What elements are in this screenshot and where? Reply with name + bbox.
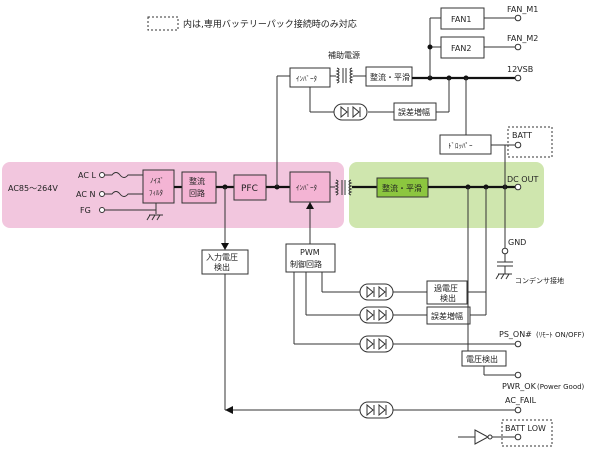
capacitor-ground-label: コンデンサ接地 xyxy=(515,276,564,285)
batt-low-terminal xyxy=(514,433,522,441)
main-inverter-label: ｲﾝﾊﾞｰﾀ xyxy=(296,184,317,192)
fan-m1-terminal xyxy=(514,14,522,22)
legend-text: 内は,専用バッテリーパック接続時のみ対応 xyxy=(183,18,357,30)
fan1-label: FAN1 xyxy=(451,15,471,24)
fuse-n-icon xyxy=(105,191,143,197)
v12sb-label: 12VSB xyxy=(507,65,533,74)
aux-inverter-label: ｲﾝﾊﾞｰﾀ xyxy=(296,75,317,83)
aux-photocoupler-icon xyxy=(333,103,368,121)
batt-low-label: BATT LOW xyxy=(505,424,546,433)
main-transformer-icon xyxy=(330,179,353,196)
ac-fail-label: AC_FAIL xyxy=(505,396,537,405)
pfc-block xyxy=(233,174,267,201)
dc-out-label: DC OUT xyxy=(507,175,538,184)
rectifier-block xyxy=(181,171,217,204)
ac-fail-terminal xyxy=(514,406,522,414)
ps-on-terminal xyxy=(514,340,522,348)
batt-label: BATT xyxy=(512,131,532,140)
fg-terminal xyxy=(99,207,105,213)
aux-rectify-label: 整流・平滑 xyxy=(370,72,410,82)
gnd-terminal xyxy=(501,247,509,255)
noise-filter-label-1: ﾉｲｽﾞ xyxy=(150,177,164,185)
fg-ground-icon xyxy=(146,214,163,221)
noise-filter-label-2: ﾌｨﾙﾀ xyxy=(149,189,163,197)
dc-out-terminal xyxy=(514,183,522,191)
batt-low-dashed-box xyxy=(501,419,553,447)
batt-terminal xyxy=(514,141,522,149)
fan-m1-label: FAN_M1 xyxy=(507,5,538,14)
ac-l-label: AC L xyxy=(78,171,96,180)
ac-n-terminal xyxy=(99,191,105,197)
overvoltage-label-2: 検出 xyxy=(440,293,456,303)
aux-transformer-icon xyxy=(330,67,354,84)
capacitor-ground-icon xyxy=(495,261,513,280)
fg-label: FG xyxy=(80,206,91,215)
ps-on-label: PS_ON# xyxy=(499,330,532,339)
ac-l-terminal xyxy=(99,172,105,178)
input-detect-label-2: 検出 xyxy=(214,262,230,272)
input-detect-block xyxy=(201,249,249,275)
pwm-label-1: PWM xyxy=(300,248,320,257)
main-error-amp-label: 誤差増幅 xyxy=(431,311,463,321)
rectifier-label-1: 整流 xyxy=(189,176,205,186)
overvoltage-label-1: 過電圧 xyxy=(434,283,458,293)
legend-dashed-box xyxy=(147,16,179,31)
aux-error-amp-label: 誤差増幅 xyxy=(398,107,430,117)
pwm-block xyxy=(285,243,336,273)
inverter-gate-icon xyxy=(474,429,493,445)
aux-rectify-block xyxy=(365,66,413,87)
pwm-label-2: 制御回路 xyxy=(290,259,322,269)
main-rectify-label: 整流・平滑 xyxy=(382,183,422,193)
noise-filter-block xyxy=(142,169,175,204)
ps-on-note: (ﾘﾓｰﾄ ON/OFF) xyxy=(536,331,585,339)
aux-power-label: 補助電源 xyxy=(328,50,360,60)
rectifier-label-2: 回路 xyxy=(189,188,205,198)
voltage-detect-label: 電圧検出 xyxy=(466,354,498,364)
dropper-label: ﾄﾞﾛｯﾊﾟｰ xyxy=(448,142,473,150)
ac-range-label: AC85～264V xyxy=(8,184,58,193)
v12sb-terminal xyxy=(514,74,522,82)
gnd-label: GND xyxy=(508,238,526,247)
pwr-ok-note: (Power Good) xyxy=(537,383,585,391)
pwr-ok-terminal xyxy=(514,371,522,379)
pfc-label: PFC xyxy=(241,184,258,194)
error-amp-photocoupler-icon xyxy=(359,306,394,324)
fan-m2-label: FAN_M2 xyxy=(507,34,538,43)
fuse-l-icon xyxy=(105,172,143,178)
pwr-ok-label: PWR_OK xyxy=(502,382,537,391)
fan-m2-terminal xyxy=(514,43,522,51)
overvoltage-photocoupler-icon xyxy=(359,283,394,301)
ac-n-label: AC N xyxy=(76,190,95,199)
ac-fail-photocoupler-icon xyxy=(359,401,394,419)
batt-dashed-box xyxy=(507,126,553,158)
input-detect-label-1: 入力電圧 xyxy=(206,252,238,262)
fan2-label: FAN2 xyxy=(451,44,471,53)
ps-on-photocoupler-icon xyxy=(359,335,394,353)
